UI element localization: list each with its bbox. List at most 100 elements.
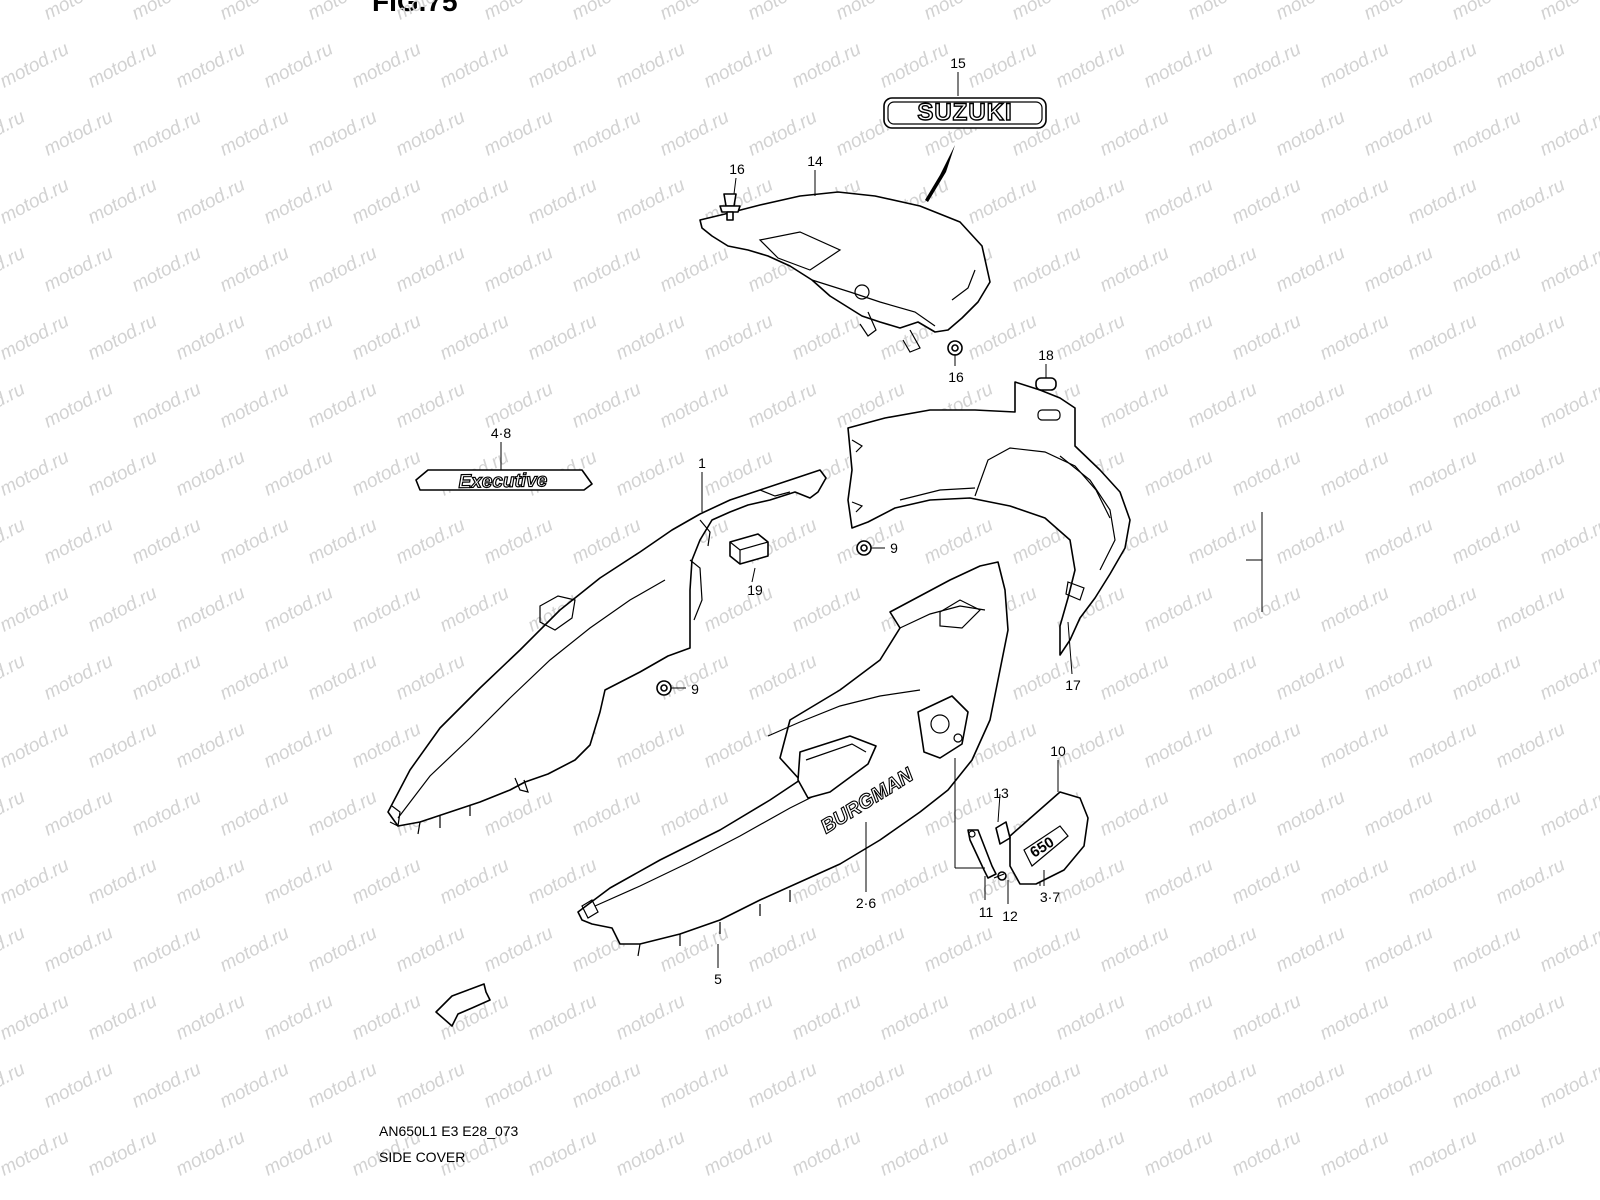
watermark-text: motod.ru bbox=[1008, 0, 1084, 24]
watermark-text: motod.ru bbox=[84, 38, 160, 92]
watermark-text: motod.ru bbox=[84, 718, 160, 772]
watermark-text: motod.ru bbox=[876, 990, 952, 1044]
callout-11: 11 bbox=[979, 904, 994, 920]
part-5-side-cover-lower[interactable]: BURGMAN bbox=[577, 561, 1009, 957]
watermark-text: motod.ru bbox=[260, 38, 336, 92]
watermark-text: motod.ru bbox=[128, 0, 204, 24]
part-14-rear-cover[interactable] bbox=[699, 191, 991, 353]
watermark-text: motod.ru bbox=[1184, 650, 1260, 704]
watermark-text: motod.ru bbox=[128, 514, 204, 568]
part-4-8-executive-decal[interactable]: Executive bbox=[415, 469, 593, 493]
watermark-text: motod.ru bbox=[172, 1126, 248, 1180]
watermark-text: motod.ru bbox=[832, 1058, 908, 1112]
part-10-emblem-cover[interactable]: 650 bbox=[1009, 791, 1089, 885]
watermark-text: motod.ru bbox=[524, 174, 600, 228]
callout-5: 5 bbox=[714, 971, 722, 987]
watermark-text: motod.ru bbox=[348, 446, 424, 500]
watermark-text: motod.ru bbox=[1052, 990, 1128, 1044]
watermark-text: motod.ru bbox=[84, 1126, 160, 1180]
watermark-text: motod.ru bbox=[84, 174, 160, 228]
watermark-text: motod.ru bbox=[964, 38, 1040, 92]
watermark-text: motod.ru bbox=[392, 106, 468, 160]
watermark-text: motod.ru bbox=[1536, 0, 1600, 24]
watermark-text: motod.ru bbox=[436, 310, 512, 364]
watermark-text: motod.ru bbox=[1448, 378, 1524, 432]
callout-13: 13 bbox=[993, 785, 1009, 801]
watermark-text: motod.ru bbox=[1228, 990, 1304, 1044]
watermark-text: motod.ru bbox=[656, 242, 732, 296]
watermark-text: motod.ru bbox=[612, 990, 688, 1044]
watermark-text: motod.ru bbox=[1272, 0, 1348, 24]
part-19-pad[interactable] bbox=[729, 533, 769, 565]
watermark-text: motod.ru bbox=[876, 1126, 952, 1180]
figure-name: SIDE COVER bbox=[379, 1149, 466, 1165]
watermark-text: motod.ru bbox=[1448, 786, 1524, 840]
part-15-suzuki-emblem[interactable]: SUZUKI bbox=[883, 97, 1047, 129]
watermark-text: motod.ru bbox=[1140, 990, 1216, 1044]
part-16-clip-upper[interactable] bbox=[719, 193, 741, 221]
part-11-bracket[interactable] bbox=[967, 829, 997, 879]
watermark-text: motod.ru bbox=[1360, 242, 1436, 296]
watermark-text: motod.ru bbox=[1536, 378, 1600, 432]
watermark-text: motod.ru bbox=[1360, 922, 1436, 976]
fwd-direction-arrow: FWD bbox=[435, 983, 491, 1027]
watermark-text: motod.ru bbox=[1096, 922, 1172, 976]
watermark-text: motod.ru bbox=[392, 0, 468, 24]
part-12-screw[interactable] bbox=[993, 871, 1007, 881]
watermark-text: motod.ru bbox=[1536, 514, 1600, 568]
watermark-text: motod.ru bbox=[1360, 378, 1436, 432]
watermark-text: motod.ru bbox=[1096, 1058, 1172, 1112]
watermark-text: motod.ru bbox=[612, 718, 688, 772]
watermark-text: motod.ru bbox=[84, 854, 160, 908]
watermark-text: motod.ru bbox=[0, 922, 29, 976]
watermark-text: motod.ru bbox=[1272, 242, 1348, 296]
watermark-text: motod.ru bbox=[1228, 582, 1304, 636]
figure-title: FIG.75 bbox=[372, 0, 458, 17]
watermark-text: motod.ru bbox=[1228, 854, 1304, 908]
watermark-text: motod.ru bbox=[524, 854, 600, 908]
watermark-text: motod.ru bbox=[1448, 1058, 1524, 1112]
watermark-text: motod.ru bbox=[260, 718, 336, 772]
part-13-plate[interactable] bbox=[995, 821, 1011, 845]
watermark-text: motod.ru bbox=[128, 242, 204, 296]
part-1-side-cover-upper[interactable] bbox=[387, 469, 827, 835]
watermark-text: motod.ru bbox=[0, 854, 73, 908]
watermark-text: motod.ru bbox=[1052, 174, 1128, 228]
watermark-text: motod.ru bbox=[1404, 990, 1480, 1044]
callout-9-upper: 9 bbox=[890, 540, 898, 556]
watermark-text: motod.ru bbox=[0, 582, 73, 636]
watermark-text: motod.ru bbox=[480, 242, 556, 296]
watermark-text: motod.ru bbox=[1316, 718, 1392, 772]
watermark-text: motod.ru bbox=[172, 174, 248, 228]
watermark-text: motod.ru bbox=[0, 650, 29, 704]
watermark-text: motod.ru bbox=[920, 0, 996, 24]
watermark-text: motod.ru bbox=[348, 990, 424, 1044]
watermark-text: motod.ru bbox=[1316, 38, 1392, 92]
watermark-text: motod.ru bbox=[1096, 786, 1172, 840]
part-16-clip-lower[interactable] bbox=[947, 340, 963, 356]
watermark-text: motod.ru bbox=[788, 990, 864, 1044]
watermark-text: motod.ru bbox=[216, 786, 292, 840]
part-18-grommet[interactable] bbox=[1035, 377, 1057, 391]
watermark-text: motod.ru bbox=[436, 854, 512, 908]
watermark-text: motod.ru bbox=[1404, 446, 1480, 500]
watermark-text: motod.ru bbox=[128, 378, 204, 432]
watermark-text: motod.ru bbox=[304, 786, 380, 840]
part-9-clip-upper[interactable] bbox=[856, 540, 872, 556]
watermark-text: motod.ru bbox=[744, 922, 820, 976]
watermark-text: motod.ru bbox=[1492, 38, 1568, 92]
watermark-text: motod.ru bbox=[612, 174, 688, 228]
part-17-rear-inner-cover[interactable] bbox=[847, 381, 1131, 656]
watermark-text: motod.ru bbox=[1184, 922, 1260, 976]
callout-16-upper: 16 bbox=[729, 161, 745, 177]
callout-14: 14 bbox=[807, 153, 823, 169]
watermark-text: motod.ru bbox=[1492, 174, 1568, 228]
watermark-text: motod.ru bbox=[260, 174, 336, 228]
watermark-text: motod.ru bbox=[1316, 446, 1392, 500]
watermark-text: motod.ru bbox=[1096, 106, 1172, 160]
part-9-clip-lower[interactable] bbox=[656, 680, 672, 696]
watermark-text: motod.ru bbox=[40, 786, 116, 840]
watermark-text: motod.ru bbox=[1272, 786, 1348, 840]
watermark-text: motod.ru bbox=[1140, 174, 1216, 228]
